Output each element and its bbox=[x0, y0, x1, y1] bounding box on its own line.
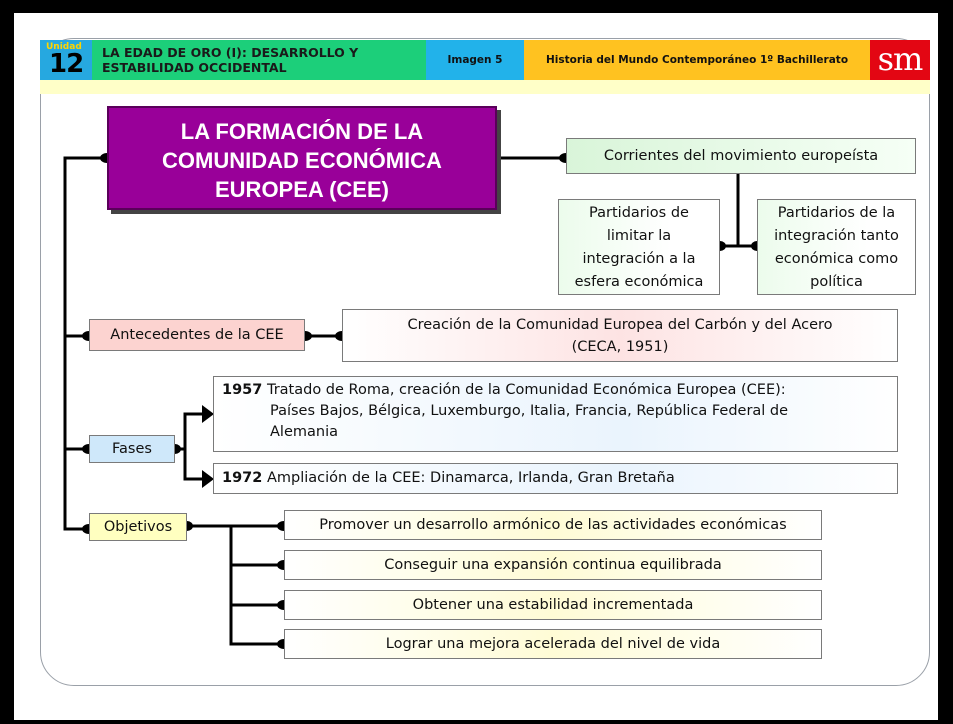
objetivo-item: Lograr una mejora acelerada del nivel de… bbox=[284, 629, 822, 659]
antecedentes-box: Antecedentes de la CEE bbox=[89, 319, 305, 351]
fase-1957-text2: Países Bajos, Bélgica, Luxemburgo, Itali… bbox=[270, 403, 789, 419]
partidarios-a-line: Partidarios de bbox=[589, 205, 689, 221]
unit-title-line2: ESTABILIDAD OCCIDENTAL bbox=[102, 60, 287, 75]
partidarios-b-line: Partidarios de la bbox=[777, 205, 896, 221]
unit-title: LA EDAD DE ORO (I): DESARROLLO Y ESTABIL… bbox=[92, 40, 426, 80]
unit-title-line1: LA EDAD DE ORO (I): DESARROLLO Y bbox=[102, 45, 359, 60]
objetivos-branch bbox=[185, 524, 278, 646]
main-title-line2: COMUNIDAD ECONÓMICA bbox=[162, 148, 442, 173]
main-title-line3: EUROPEA (CEE) bbox=[215, 177, 389, 202]
partidarios-a-line: esfera económica bbox=[574, 274, 704, 290]
arrowheads bbox=[202, 405, 214, 488]
fase-1957-text3: Alemania bbox=[270, 424, 338, 440]
header-band bbox=[40, 80, 930, 94]
unit-number: 12 bbox=[49, 49, 84, 79]
ceca-line1: Creación de la Comunidad Europea del Car… bbox=[407, 317, 833, 333]
unit-label: Unidad bbox=[46, 42, 82, 52]
fase-1957-box: 1957 Tratado de Roma, creación de la Com… bbox=[213, 376, 898, 452]
image-label: Imagen 5 bbox=[426, 40, 524, 80]
ceca-line2: (CECA, 1951) bbox=[571, 339, 669, 355]
unit-badge: Unidad 12 bbox=[40, 40, 92, 80]
objetivos-box: Objetivos bbox=[89, 513, 187, 541]
partidarios-b-line: económica como bbox=[774, 251, 899, 267]
course-label: Historia del Mundo Contemporáneo 1º Bach… bbox=[524, 40, 870, 80]
corrientes-box: Corrientes del movimiento europeísta bbox=[566, 138, 916, 174]
objetivo-item: Obtener una estabilidad incrementada bbox=[284, 590, 822, 620]
fase-1972-text: Ampliación de la CEE: Dinamarca, Irlanda… bbox=[266, 470, 675, 486]
main-trunk-line bbox=[63, 156, 109, 531]
partidarios-economica-box: Partidarios de limitar la integración a … bbox=[558, 199, 720, 295]
publisher-logo: sm bbox=[870, 40, 930, 80]
fase-1957-year: 1957 bbox=[222, 382, 263, 398]
main-title: LA FORMACIÓN DE LA COMUNIDAD ECONÓMICA E… bbox=[107, 106, 497, 210]
partidarios-b-line: política bbox=[810, 274, 863, 290]
fase-1972-year: 1972 bbox=[222, 470, 263, 486]
objetivo-item: Conseguir una expansión continua equilib… bbox=[284, 550, 822, 580]
partidarios-a-line: integración a la bbox=[582, 251, 696, 267]
fase-1957-text1: Tratado de Roma, creación de la Comunida… bbox=[266, 382, 786, 398]
partidarios-politica-box: Partidarios de la integración tanto econ… bbox=[757, 199, 916, 295]
main-title-line1: LA FORMACIÓN DE LA bbox=[180, 119, 424, 144]
partidarios-b-line: integración tanto bbox=[774, 228, 899, 244]
ceca-box: Creación de la Comunidad Europea del Car… bbox=[342, 309, 898, 362]
objetivo-item: Promover un desarrollo armónico de las a… bbox=[284, 510, 822, 540]
partidarios-a-line: limitar la bbox=[606, 228, 672, 244]
fases-box: Fases bbox=[89, 435, 175, 463]
fase-1972-box: 1972 Ampliación de la CEE: Dinamarca, Ir… bbox=[213, 463, 898, 494]
